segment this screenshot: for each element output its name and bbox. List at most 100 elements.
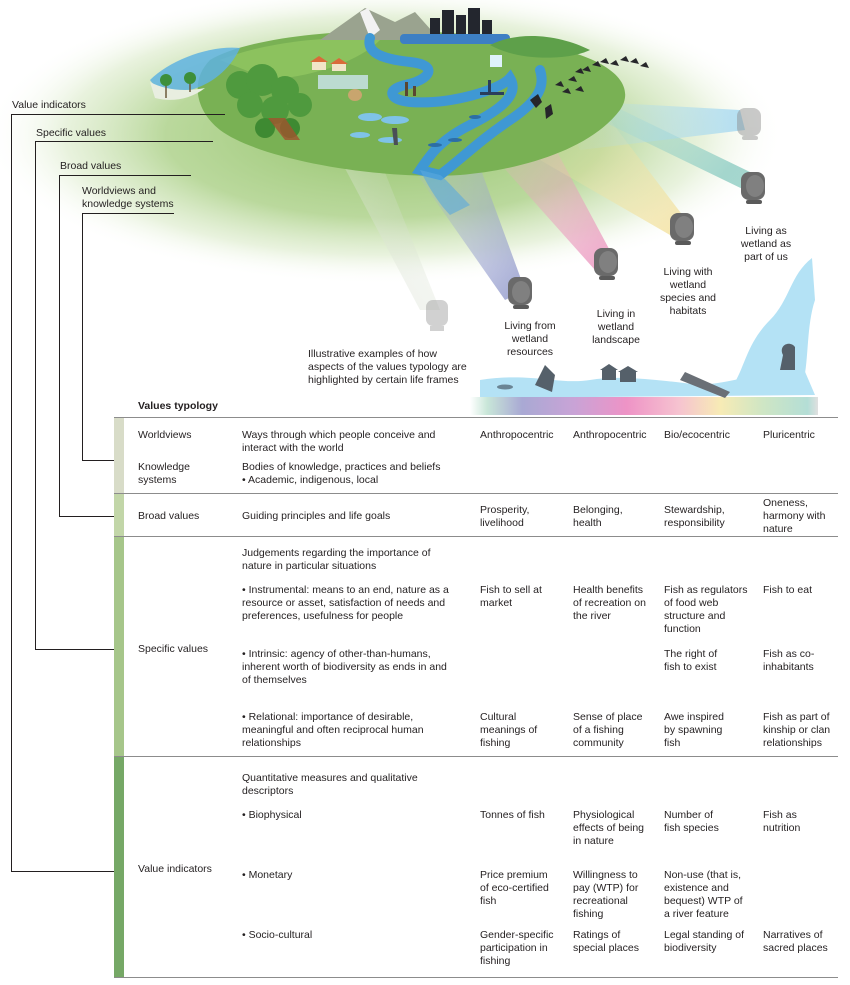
bracket-label-specific-values: Specific values xyxy=(36,127,107,139)
lf-line: part of us xyxy=(744,251,788,263)
cell-lf1: Prosperity, livelihood xyxy=(480,504,530,529)
cell-lf4: Pluricentric xyxy=(763,429,815,441)
person-silhouette-icon xyxy=(780,343,795,370)
wetland-landscape-illustration xyxy=(0,0,818,415)
cat-line: systems xyxy=(138,474,177,486)
river xyxy=(364,33,547,181)
animal-silhouettes xyxy=(405,82,416,96)
cell-lf3: Bio/ecocentric xyxy=(664,429,730,441)
cell-lf1: Gender-specific participation in fishing xyxy=(480,929,554,967)
lf-line: Living from xyxy=(504,320,556,332)
category-worldviews: Worldviews xyxy=(138,429,192,441)
sub-row-intrinsic: • Intrinsic: agency of other-than-humans… xyxy=(242,648,447,686)
life-frame-label-living-from: Living from wetland resources xyxy=(490,320,570,359)
bracket-label-value-indicators: Value indicators xyxy=(12,99,86,111)
table-row-value-indicators: Value indicators Quantitative measures a… xyxy=(114,756,838,978)
cell-lf2: Willingness to pay (WTP) for recreationa… xyxy=(573,869,639,920)
cell-lf4: Fish as co-inhabitants xyxy=(763,648,815,673)
caption-line: Illustrative examples of how xyxy=(308,348,437,360)
cell-lf3: Awe inspired by spawning fish xyxy=(664,711,724,749)
cell-lf4: Narratives of sacred places xyxy=(763,929,828,954)
beam-grey xyxy=(330,140,440,310)
description-worldviews: Ways through which people conceive and i… xyxy=(242,429,436,454)
fish-silhouette-icon xyxy=(497,384,513,390)
cell-lf2: Health benefits of recreation on the riv… xyxy=(573,584,646,622)
description-value-indicators: Quantitative measures and qualitative de… xyxy=(242,772,418,797)
cell-lf2: Ratings of special places xyxy=(573,929,639,954)
cat-line: Knowledge xyxy=(138,461,190,473)
cell-lf2: Physiological effects of being in nature xyxy=(573,809,645,847)
category-value-indicators: Value indicators xyxy=(138,863,212,875)
bracket-label-broad-values: Broad values xyxy=(60,160,122,172)
spotlight-extra-icon xyxy=(737,108,761,140)
cell-lf1: Tonnes of fish xyxy=(480,809,545,821)
illustration-caption: Illustrative examples of how aspects of … xyxy=(308,348,498,387)
butterflies-icon xyxy=(530,56,649,119)
cell-lf1: Cultural meanings of fishing xyxy=(480,711,538,749)
spotlight-grey-icon xyxy=(426,300,448,331)
spotlight-living-from-icon xyxy=(508,277,532,309)
table-row-worldviews: Worldviews Ways through which people con… xyxy=(114,417,838,494)
row-color-bar xyxy=(114,537,124,757)
table-title: Values typology xyxy=(138,400,218,412)
lf-line: Living with xyxy=(663,266,713,278)
bracket-label-worldviews: Worldviews and knowledge systems xyxy=(82,185,174,211)
row-color-bar xyxy=(114,494,124,537)
city-skyline xyxy=(430,8,492,36)
sub-row-instrumental: • Instrumental: means to an end, nature … xyxy=(242,584,449,622)
life-frame-label-living-as: Living as wetland as part of us xyxy=(726,225,806,264)
cell-lf4: Oneness, harmony with nature xyxy=(763,497,826,535)
cell-lf3: Stewardship, responsibility xyxy=(664,504,725,529)
lf-line: habitats xyxy=(669,305,707,317)
fish-icons xyxy=(428,115,481,147)
sub-row-biophysical: • Biophysical xyxy=(242,809,302,821)
life-frame-color-strip xyxy=(470,397,818,415)
spotlight-living-as-icon xyxy=(741,172,765,204)
lf-line: wetland xyxy=(669,279,707,291)
bracket-label-worldviews-line1: Worldviews and xyxy=(82,185,156,197)
cell-lf1: Fish to sell at market xyxy=(480,584,542,609)
fish-ladder-icon xyxy=(680,372,730,398)
row-color-bar xyxy=(114,757,124,977)
life-frame-label-living-with: Living with wetland species and habitats xyxy=(648,266,728,318)
desc-bullet: • Academic, indigenous, local xyxy=(242,474,379,486)
category-specific-values: Specific values xyxy=(138,643,209,655)
cell-lf2: Anthropocentric xyxy=(573,429,647,441)
cell-lf3: Fish as regulators of food web structure… xyxy=(664,584,748,635)
cell-lf4: Fish as part of kinship or clan relation… xyxy=(763,711,831,749)
water-band xyxy=(480,360,815,398)
village xyxy=(310,56,362,101)
sea xyxy=(150,47,240,91)
row-color-bar xyxy=(114,418,124,494)
spotlight-living-with-icon xyxy=(670,213,694,245)
sub-row-monetary: • Monetary xyxy=(242,869,293,881)
life-frame-label-living-in: Living in wetland landscape xyxy=(578,308,654,347)
lf-line: wetland xyxy=(511,333,549,345)
cell-lf3: Non-use (that is, existence and bequest)… xyxy=(664,869,743,920)
mountain xyxy=(320,8,440,40)
sub-row-socio-cultural: • Socio-cultural xyxy=(242,929,313,941)
caption-line: highlighted by certain life frames xyxy=(308,374,459,386)
caption-line: aspects of the values typology are xyxy=(308,361,467,373)
lf-line: wetland xyxy=(597,321,635,333)
lf-line: Living as xyxy=(745,225,787,237)
bracket-label-worldviews-line2: knowledge systems xyxy=(82,198,174,210)
table-row-specific-values: Specific values Judgements regarding the… xyxy=(114,536,838,757)
category-knowledge-systems: Knowledge systems xyxy=(138,461,238,487)
cell-lf3: Legal standing of biodiversity xyxy=(664,929,744,954)
sub-row-relational: • Relational: importance of desirable, m… xyxy=(242,711,424,749)
lf-line: resources xyxy=(506,346,554,358)
cell-lf1: Anthropocentric xyxy=(480,429,554,441)
cell-lf2: Sense of place of a fishing community xyxy=(573,711,643,749)
desc-line: Bodies of knowledge, practices and belie… xyxy=(242,461,441,473)
beam-living-with xyxy=(540,120,690,235)
cell-lf2: Belonging, health xyxy=(573,504,623,529)
cell-lf4: Fish to eat xyxy=(763,584,813,596)
description-broad-values: Guiding principles and life goals xyxy=(242,510,391,522)
heron-icon xyxy=(392,128,398,145)
fisherman-boat xyxy=(480,80,504,95)
cell-lf1: Price premium of eco-certified fish xyxy=(480,869,549,907)
spotlight-living-in-icon xyxy=(594,248,618,280)
table-row-broad-values: Broad values Guiding principles and life… xyxy=(114,493,838,537)
description-specific-values: Judgements regarding the importance of n… xyxy=(242,547,431,572)
